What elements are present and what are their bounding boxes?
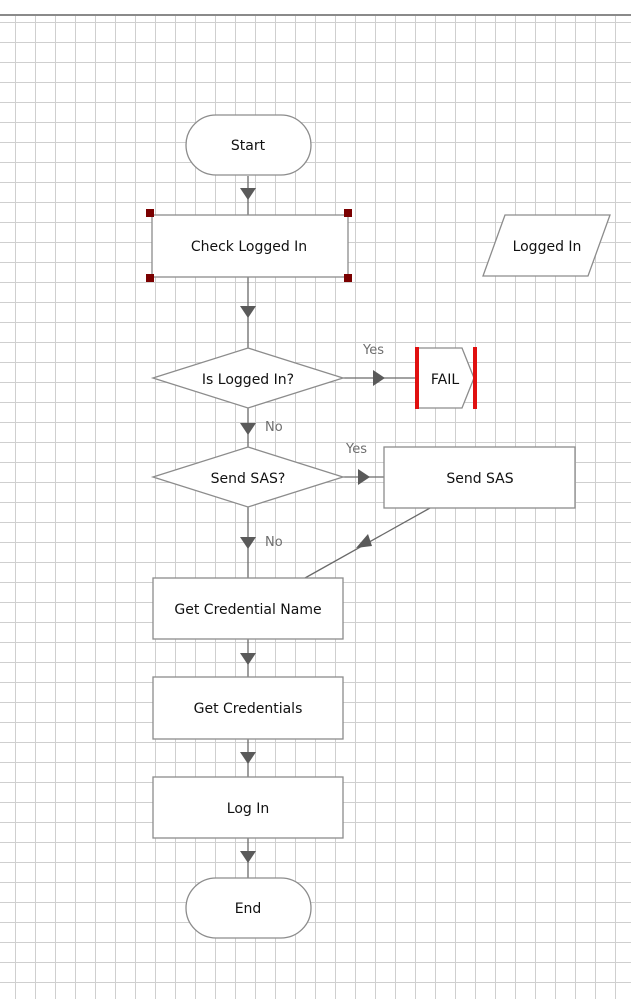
end-label: End xyxy=(235,901,262,917)
edge-label-send-sas-yes: Yes xyxy=(345,442,367,457)
arrow-sas-decision-getname xyxy=(240,537,256,549)
logged-in-data-node[interactable]: Logged In xyxy=(482,214,611,277)
end-node[interactable]: End xyxy=(185,877,312,939)
is-logged-in-decision[interactable]: Is Logged In? xyxy=(150,347,346,409)
send-sas-decision-label: Send SAS? xyxy=(211,471,286,487)
selection-handle-bottom-right[interactable] xyxy=(344,274,352,282)
log-in-label: Log In xyxy=(227,801,269,817)
start-node[interactable]: Start xyxy=(185,114,312,176)
arrow-start-check xyxy=(240,188,256,200)
fail-node[interactable]: FAIL xyxy=(415,347,477,409)
check-logged-in-node[interactable]: Check Logged In xyxy=(146,209,352,282)
arrow-login-end xyxy=(240,851,256,863)
arrow-decision-sas xyxy=(240,423,256,435)
arrow-getname-getcreds xyxy=(240,653,256,665)
connectors xyxy=(240,176,431,878)
logged-in-data-label: Logged In xyxy=(513,239,582,255)
arrow-send-sas-getname xyxy=(356,534,372,548)
send-sas-label: Send SAS xyxy=(446,471,513,487)
arrow-decision-fail xyxy=(373,370,385,386)
send-sas-node[interactable]: Send SAS xyxy=(383,446,576,509)
selection-handle-bottom-left[interactable] xyxy=(146,274,154,282)
edge-label-logged-in-yes: Yes xyxy=(362,343,384,358)
edge-label-send-sas-no: No xyxy=(265,535,283,550)
fail-label: FAIL xyxy=(431,372,459,388)
edge-label-logged-in-no: No xyxy=(265,420,283,435)
get-credential-name-label: Get Credential Name xyxy=(174,602,321,618)
arrow-check-decision xyxy=(240,306,256,318)
get-credential-name-node[interactable]: Get Credential Name xyxy=(152,577,344,640)
log-in-node[interactable]: Log In xyxy=(152,776,344,839)
arrow-sas-decision-send xyxy=(358,469,370,485)
selection-handle-top-left[interactable] xyxy=(146,209,154,217)
get-credentials-label: Get Credentials xyxy=(194,701,303,717)
canvas-top-border xyxy=(0,0,631,16)
send-sas-decision[interactable]: Send SAS? xyxy=(150,446,346,508)
arrow-getcreds-login xyxy=(240,752,256,764)
check-logged-in-label: Check Logged In xyxy=(191,239,307,255)
start-label: Start xyxy=(231,138,266,154)
is-logged-in-label: Is Logged In? xyxy=(202,372,294,388)
selection-handle-top-right[interactable] xyxy=(344,209,352,217)
get-credentials-node[interactable]: Get Credentials xyxy=(152,676,344,740)
